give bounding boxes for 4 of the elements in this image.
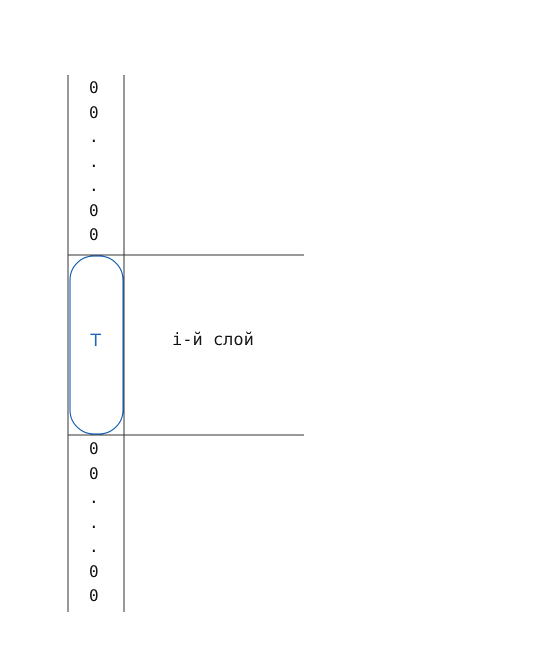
layer-label: i-й слой — [172, 330, 254, 350]
node-label: T — [90, 331, 101, 351]
digit-column: 0 0 . . . 0 0 — [89, 437, 99, 608]
digit-column: 0 0 . . . 0 0 — [89, 76, 99, 248]
